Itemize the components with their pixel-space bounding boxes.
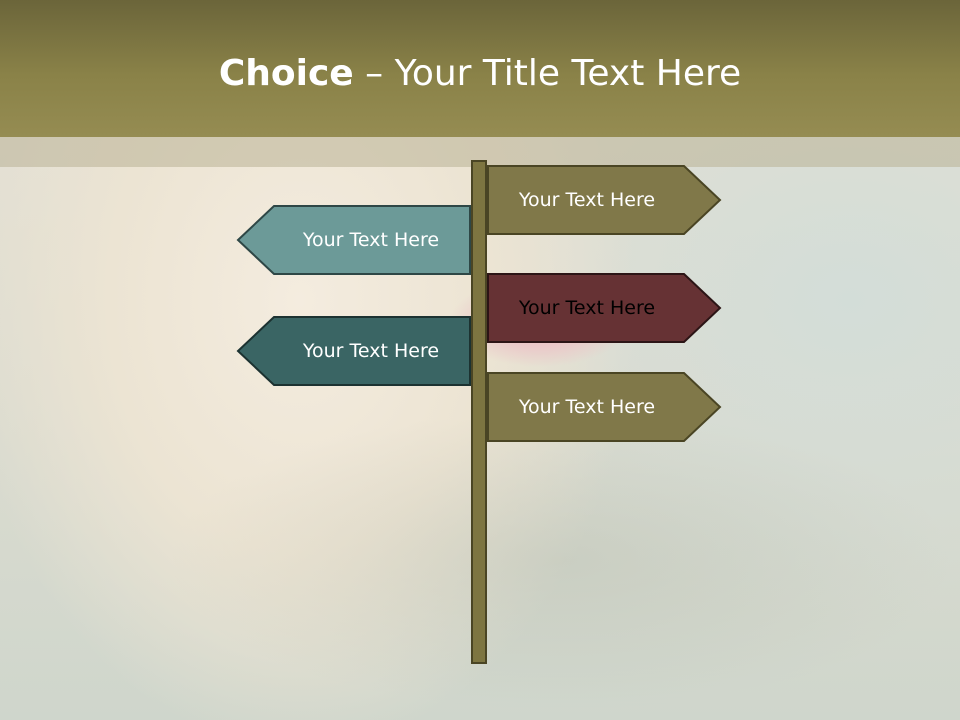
sign-left-1-label: Your Text Here	[302, 229, 440, 251]
sign-right-3-arrow	[487, 372, 722, 442]
sign-right-2-shape	[487, 273, 722, 343]
sign-right-3-label: Your Text Here	[518, 396, 656, 418]
sign-left-1-shape	[236, 205, 471, 275]
sign-left-2: Your Text Here	[235, 316, 471, 386]
sign-left-2-arrow	[236, 316, 471, 386]
signpost-pole	[471, 160, 487, 664]
sign-right-1-label: Your Text Here	[518, 189, 656, 211]
sign-left-2-shape	[236, 316, 471, 386]
sign-right-2-arrow	[487, 273, 722, 343]
sign-right-1-shape	[487, 165, 722, 235]
sign-right-1-arrow	[487, 165, 722, 235]
sign-right-3-shape	[487, 372, 722, 442]
sign-right-1: Your Text Here	[487, 165, 723, 235]
sign-right-3: Your Text Here	[487, 372, 723, 442]
sign-right-2-label: Your Text Here	[518, 297, 656, 319]
sign-left-1: Your Text Here	[235, 205, 471, 275]
title-bold: Choice	[218, 53, 354, 94]
sign-left-2-label: Your Text Here	[302, 340, 440, 362]
sign-left-1-arrow	[236, 205, 471, 275]
slide-title: Choice – Your Title Text Here	[0, 52, 960, 96]
sign-right-2: Your Text Here	[487, 273, 723, 343]
title-text: – Your Title Text Here	[353, 53, 742, 94]
title-banner: Choice – Your Title Text Here	[0, 0, 960, 137]
